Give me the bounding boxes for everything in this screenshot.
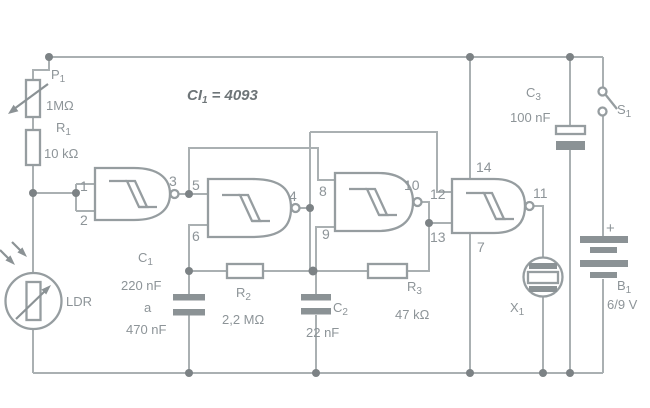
resistor-r1 <box>24 128 42 167</box>
pin-number-labels: 1 2 3 5 6 4 8 9 10 12 13 11 14 7 <box>80 159 548 255</box>
c3-value: 100 nF <box>510 110 551 125</box>
p1-label: P1 <box>51 67 66 85</box>
pin-12: 12 <box>430 186 446 202</box>
pin-10: 10 <box>404 177 420 193</box>
battery-b1 <box>580 236 628 278</box>
pin-4: 4 <box>289 188 297 204</box>
gate4-hysteresis-icon <box>466 191 514 221</box>
light-arrows-icon <box>0 241 27 265</box>
pin-2: 2 <box>80 212 88 228</box>
pin-1: 1 <box>80 178 88 194</box>
switch-s1 <box>597 86 618 117</box>
pin-7: 7 <box>477 239 485 255</box>
gate1-hysteresis-icon <box>109 179 157 209</box>
pin-9: 9 <box>322 226 330 242</box>
pin-14: 14 <box>476 159 492 175</box>
b1-label: B1 <box>617 278 632 296</box>
ldr-variable-arrow <box>15 290 46 320</box>
nand-gate-3 <box>333 171 423 233</box>
ldr-label: LDR <box>66 294 92 309</box>
r2-label: R2 <box>236 285 251 303</box>
junction-dots <box>29 53 574 377</box>
capacitor-c2 <box>301 294 331 315</box>
ldr-arrowhead-icon <box>41 285 51 295</box>
nand-gate-2 <box>206 177 301 239</box>
gate1-output-wires <box>179 147 335 195</box>
r2-body <box>225 262 265 280</box>
x1-label: X1 <box>510 300 525 318</box>
gate4-inverter-bubble <box>524 200 535 212</box>
x1-circle <box>522 256 564 298</box>
gate1-inverter-bubble <box>169 188 180 200</box>
gate4-body <box>450 177 527 235</box>
b1-plus-sign: + <box>606 220 615 237</box>
s1-contact-bottom <box>597 106 608 117</box>
pin-13: 13 <box>430 229 446 245</box>
r1-label: R1 <box>56 120 71 138</box>
s1-label: S1 <box>617 102 632 120</box>
r1-value: 10 kΩ <box>44 146 79 161</box>
left-branch-wires <box>32 57 95 373</box>
gate2-to-gate4-wire <box>310 131 452 193</box>
c1-value-line3: 470 nF <box>126 322 167 337</box>
c2-value: 22 nF <box>306 325 339 340</box>
p1-wiper-arrow <box>13 83 49 110</box>
capacitor-c1 <box>173 294 205 316</box>
buzzer-x1 <box>522 256 564 298</box>
p1-value: 1MΩ <box>46 98 74 113</box>
pin-11: 11 <box>533 185 548 201</box>
nand-gate-1 <box>93 166 180 222</box>
gate2-inverter-bubble <box>290 202 301 214</box>
pin-5: 5 <box>192 177 200 193</box>
pin-8: 8 <box>319 183 327 199</box>
p1-arrowhead-icon <box>8 104 19 114</box>
b1-value: 6/9 V <box>607 297 638 312</box>
gate2-feedback-wires <box>188 132 311 373</box>
pin-3: 3 <box>169 173 177 189</box>
r1-body <box>24 128 42 167</box>
resistor-r3 <box>366 262 409 280</box>
r3-value: 47 kΩ <box>395 307 430 322</box>
gate3-hysteresis-icon <box>349 187 397 217</box>
potentiometer-p1 <box>8 78 49 119</box>
c3-label: C3 <box>526 85 541 103</box>
gate3-feedback-wires <box>310 201 452 373</box>
pin-6: 6 <box>192 228 200 244</box>
ldr-circle <box>4 271 63 331</box>
gate3-inverter-bubble <box>412 196 423 208</box>
s1-contact-top <box>597 86 608 97</box>
buzzer-wires <box>534 205 544 373</box>
p1-body <box>24 78 42 119</box>
nand-gate-4 <box>450 177 535 235</box>
r3-label: R3 <box>407 279 422 297</box>
c1-label: C1 <box>138 250 153 268</box>
c1-value-line1: 220 nF <box>121 278 162 293</box>
resistor-r2 <box>225 262 265 280</box>
s1-lever <box>604 93 618 110</box>
c2-label: C2 <box>333 300 348 318</box>
c1-value-line2: a <box>144 300 152 315</box>
gate2-hysteresis-icon <box>222 193 270 223</box>
ic-note: CI1= 4093 <box>187 87 259 106</box>
r3-body <box>366 262 409 280</box>
ldr-sensor <box>0 241 63 331</box>
capacitor-c3 <box>554 124 587 150</box>
r2-value: 2,2 MΩ <box>222 312 265 327</box>
